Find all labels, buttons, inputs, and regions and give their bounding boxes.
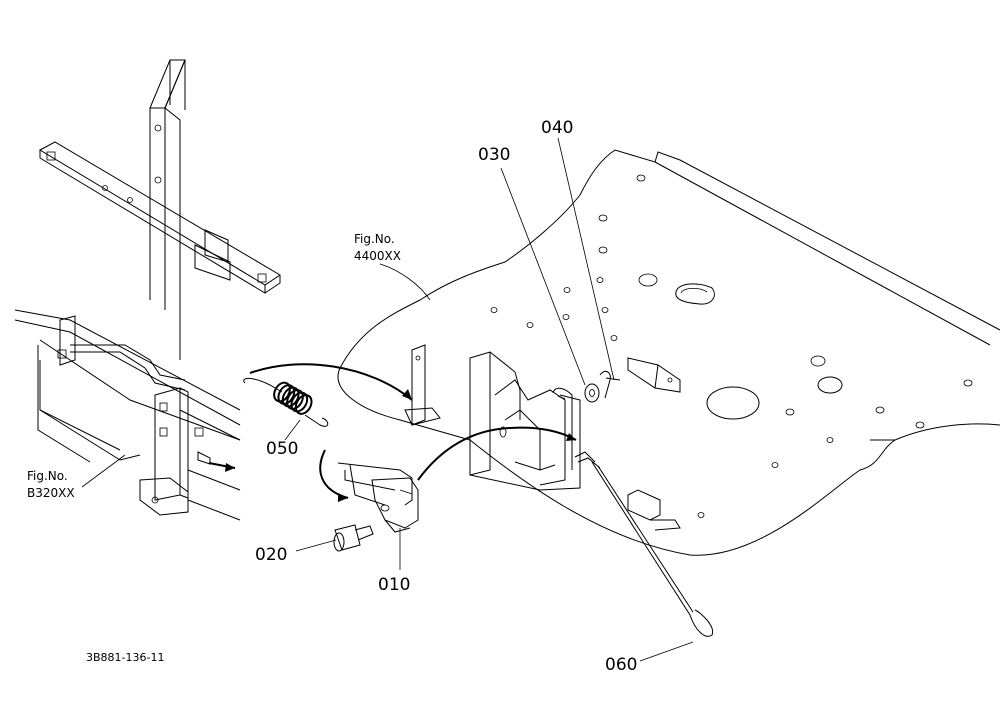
assembly-arrows: [208, 363, 577, 502]
part-label-010: 010: [378, 575, 410, 595]
fig-ref-top-line1: Fig.No.: [354, 232, 395, 246]
fig-ref-top-line2: 4400XX: [354, 249, 401, 263]
leader-lines: [81, 137, 694, 662]
part-label-020: 020: [255, 545, 287, 565]
part-label-030: 030: [478, 145, 510, 165]
floor-plate: [337, 149, 1000, 556]
rod-060: [552, 387, 714, 637]
lever-plate-010: [337, 462, 419, 533]
part-label-040: 040: [541, 118, 573, 138]
drawing-code: 3B881-136-11: [86, 651, 164, 664]
fig-ref-left-line2: B320XX: [27, 486, 75, 500]
part-label-050: 050: [266, 439, 298, 459]
lever-support-bracket: [404, 344, 581, 491]
frame-assembly-left: [14, 59, 281, 521]
fig-ref-left-line1: Fig.No.: [27, 469, 68, 483]
part-label-060: 060: [605, 655, 637, 675]
clip-040: [599, 370, 621, 399]
spring-050: [243, 377, 329, 427]
pin-020: [333, 524, 374, 552]
washer-030: [584, 383, 600, 403]
